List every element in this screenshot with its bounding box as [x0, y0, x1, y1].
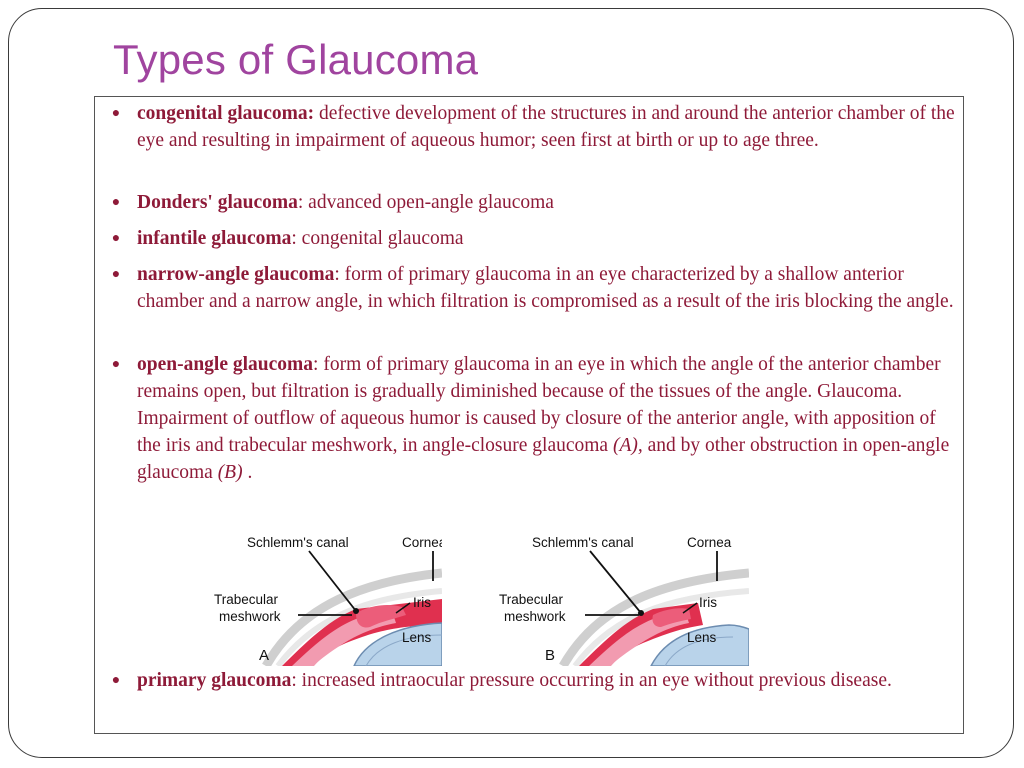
bullet-text: open-angle glaucoma: form of primary gla…	[137, 351, 955, 486]
cornea-band	[262, 568, 442, 666]
label-cornea: Cornea	[687, 535, 732, 550]
bullet-dot-icon: ●	[111, 231, 121, 246]
bullet-text: narrow-angle glaucoma: form of primary g…	[137, 261, 955, 315]
label-letter-b: B	[545, 647, 555, 664]
label-iris: Iris	[413, 595, 431, 610]
bullet-dot-icon: ●	[111, 267, 121, 282]
label-lens: Lens	[687, 630, 717, 645]
label-iris: Iris	[699, 595, 717, 610]
label-schlemm-canal: Schlemm's canal	[532, 535, 634, 550]
definition: : increased intraocular pressure occurri…	[291, 670, 892, 691]
bullet-primary-glaucoma: ● primary glaucoma: increased intraocula…	[95, 667, 955, 694]
figure-open-angle: Schlemm's canal Cornea Trabecular meshwo…	[493, 529, 749, 666]
bullet-donders-glaucoma: ● Donders' glaucoma: advanced open-angle…	[95, 189, 955, 216]
slide-title: Types of Glaucoma	[113, 36, 479, 83]
schlemm-canal-dot	[353, 608, 359, 614]
bullet-dot-icon: ●	[111, 357, 121, 372]
definition: : congenital glaucoma	[291, 228, 464, 249]
bullet-dot-icon: ●	[111, 195, 121, 210]
bullet-narrow-angle-glaucoma: ● narrow-angle glaucoma: form of primary…	[95, 261, 955, 315]
definition: : form of primary glaucoma in an eye cha…	[137, 264, 954, 312]
term: infantile glaucoma	[137, 228, 292, 249]
leader-iris	[395, 602, 411, 614]
leader-schlemm	[308, 550, 357, 612]
definition: : form of primary glaucoma in an eye in …	[137, 354, 941, 456]
label-meshwork: meshwork	[219, 609, 281, 624]
label-trabecular: Trabecular	[499, 592, 564, 607]
cornea-inner-band	[572, 588, 749, 666]
lens-inner-line	[664, 636, 734, 666]
bullet-dot-icon: ●	[111, 673, 121, 688]
definition-end: .	[242, 462, 253, 483]
schlemm-canal-dot	[638, 610, 644, 616]
term: congenital glaucoma:	[137, 103, 315, 124]
label-meshwork: meshwork	[504, 609, 566, 624]
definition: : advanced open-angle glaucoma	[297, 192, 554, 213]
leader-iris	[682, 602, 698, 614]
eye-angle-diagram-a: Schlemm's canal Cornea Trabecular meshwo…	[214, 535, 442, 666]
bullet-infantile-glaucoma: ● infantile glaucoma: congenital glaucom…	[95, 225, 955, 252]
cornea-inner-band	[275, 588, 442, 666]
bullet-congenital-glaucoma: ● congenital glaucoma: defective develop…	[95, 100, 955, 154]
term: open-angle glaucoma	[137, 354, 314, 375]
bullet-text: Donders' glaucoma: advanced open-angle g…	[137, 189, 955, 216]
bullet-open-angle-glaucoma: ● open-angle glaucoma: form of primary g…	[95, 351, 955, 486]
definition: defective development of the structures …	[137, 103, 955, 151]
lens-shape	[650, 624, 749, 666]
term: narrow-angle glaucoma	[137, 264, 335, 285]
lens-inner-line	[365, 634, 442, 666]
iris-shape	[356, 605, 406, 628]
eye-angle-diagram-b: Schlemm's canal Cornea Trabecular meshwo…	[499, 535, 749, 666]
italic-label-b: (B)	[217, 462, 243, 483]
label-schlemm-canal: Schlemm's canal	[247, 535, 349, 550]
definition-middle: and by other obstruction in open-angle g…	[137, 435, 950, 483]
bullet-dot-icon: ●	[111, 106, 121, 121]
lens-shape	[353, 622, 442, 666]
bullet-text: infantile glaucoma: congenital glaucoma	[137, 225, 955, 252]
label-letter-a: A	[259, 647, 269, 664]
italic-label-a: (A),	[612, 435, 643, 456]
bullet-text: congenital glaucoma: defective developme…	[137, 100, 955, 154]
bullet-text: primary glaucoma: increased intraocular …	[137, 667, 955, 694]
label-cornea: Cornea	[402, 535, 442, 550]
leader-schlemm	[589, 550, 642, 614]
label-trabecular: Trabecular	[214, 592, 279, 607]
term: primary glaucoma	[137, 670, 292, 691]
figure-angle-closure: Schlemm's canal Cornea Trabecular meshwo…	[206, 529, 442, 666]
iris-shape	[652, 608, 691, 627]
term: Donders' glaucoma	[137, 192, 298, 213]
label-lens: Lens	[402, 630, 432, 645]
